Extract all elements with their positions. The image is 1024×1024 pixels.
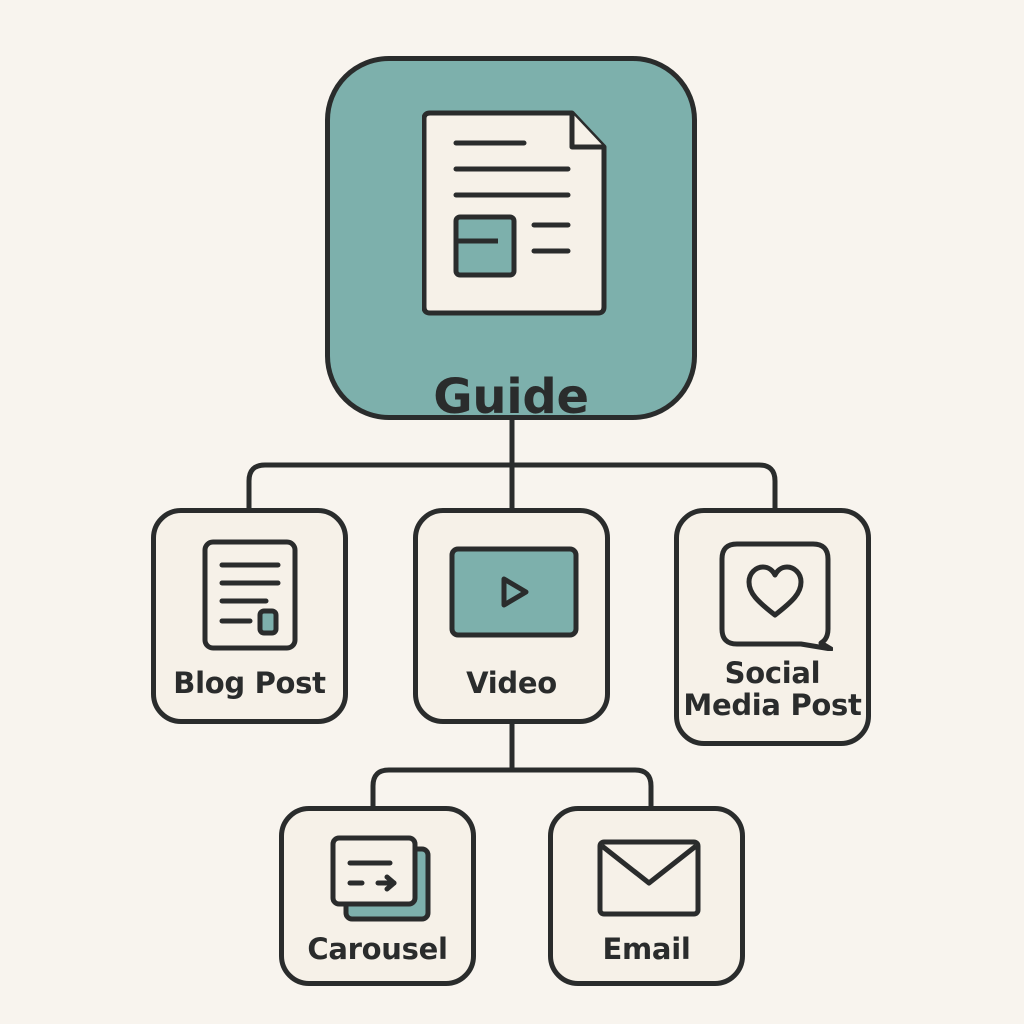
blog-post-label: Blog Post	[173, 666, 326, 700]
guide-label: Guide	[433, 369, 589, 425]
envelope-icon	[597, 839, 701, 917]
social-media-post-label: Social Media Post	[679, 657, 866, 721]
carousel-cards-icon	[330, 835, 431, 922]
heart-chat-icon	[719, 541, 833, 651]
connector-guide-to-children	[246, 417, 778, 511]
video-label: Video	[466, 666, 557, 700]
video-node[interactable]: Video	[413, 508, 610, 724]
social-media-post-label-line1: Social	[724, 656, 821, 690]
article-icon	[202, 539, 298, 651]
email-label: Email	[602, 932, 691, 966]
social-media-post-node[interactable]: Social Media Post	[674, 508, 871, 746]
video-play-icon	[449, 546, 579, 638]
social-media-post-label-line2: Media Post	[683, 688, 862, 722]
guide-node[interactable]: Guide	[325, 56, 697, 425]
carousel-label: Carousel	[307, 932, 448, 966]
email-node[interactable]: Email	[548, 806, 745, 986]
carousel-node[interactable]: Carousel	[279, 806, 476, 986]
document-icon	[422, 110, 607, 316]
blog-post-node[interactable]: Blog Post	[151, 508, 348, 724]
connector-video-to-grandchildren	[370, 721, 654, 809]
